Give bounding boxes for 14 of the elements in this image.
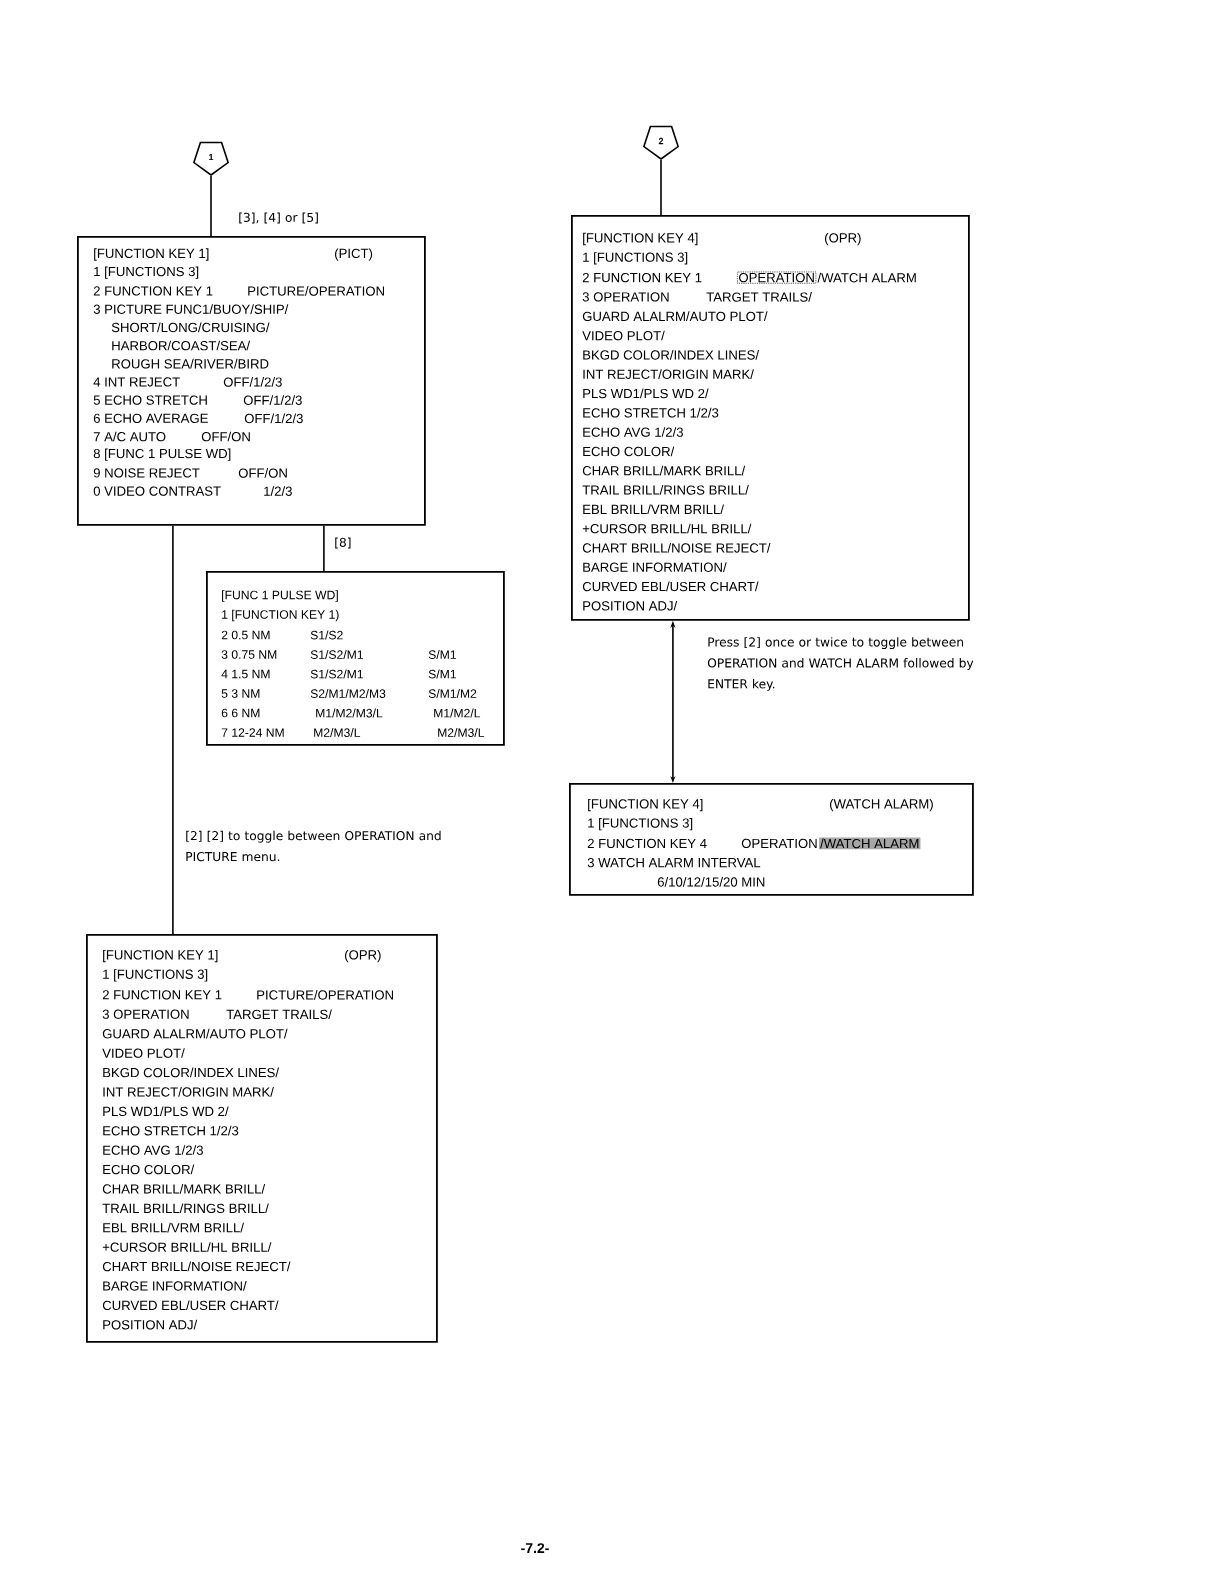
connector-line bbox=[210, 175, 212, 237]
menu-box: [FUNCTION KEY 1] (OPR) 1 [FUNCTIONS 3] 2 FUNCTION KEY 1 PICTURE/OPERATION 3 OPERATION TARGET TRAILS/ GUARD ALALRM/AUTO PLOT/ VIDEO PLOT/ BKGD COLOR/INDEX LINES/ INT REJECT/ORIGIN MARK/ PLS WD1/PLS WD 2/ ECHO STRETCH 1/2/3 ECHO AVG 1/2/3 ECHO COLOR/ CHAR BRILL/MARK BRILL/ TRAIL BRILL/RINGS BRILL/ EBL BRILL/VRM BRILL/ +CURSOR BRILL/HL BRILL/ CHART BRILL/NOISE REJECT/ BARGE INFORMATION/ CURVED EBL/USER CHART/ POSITION ADJ/ bbox=[86, 934, 438, 1343]
edge-label: [3], [4] or [5] bbox=[239, 212, 318, 224]
menu-box: [FUNCTION KEY 1] (PICT) 1 [FUNCTIONS 3] 2 FUNCTION KEY 1 PICTURE/OPERATION 3 PICTURE FUNC1/BUOY/SHIP/ SHORT/LONG/CRUISING/ HARBOR/COAST/SEA/ ROUGH SEA/RIVER/BIRD 4 INT REJECT OFF/1/2/3 5 ECHO STRETCH OFF/1/2/3 6 ECHO AVERAGE OFF/1/2/3 7 A/C AUTO OFF/ON 8 [FUNC 1 PULSE WD] 9 NOISE REJECT OFF/ON 0 VIDEO CONTRAST 1/2/3 bbox=[77, 236, 426, 526]
connector-line bbox=[660, 159, 662, 216]
connector-line bbox=[323, 525, 325, 572]
page-number: -7.2- bbox=[521, 1543, 549, 1553]
edge-label: [8] bbox=[335, 537, 351, 549]
menu-box: [FUNCTION KEY 4] (WATCH ALARM) 1 [FUNCTIONS 3] 2 FUNCTION KEY 4 OPERATION /WATCH ALARM 3 WATCH ALARM INTERVAL 6/10/12/15/20 MIN bbox=[569, 783, 974, 896]
edge-label: [2] [2] to toggle between OPERATION and PICTURE menu. bbox=[186, 830, 441, 862]
menu-box: [FUNCTION KEY 4] (OPR) 1 [FUNCTIONS 3] 2 FUNCTION KEY 1 OPERATION /WATCH ALARM 3 OPERATION TARGET TRAILS/ GUARD ALALRM/AUTO PLOT/ VIDEO PLOT/ BKGD COLOR/INDEX LINES/ INT REJECT/ORIGIN MARK/ PLS WD1/PLS WD 2/ ECHO STRETCH 1/2/3 ECHO AVG 1/2/3 ECHO COLOR/ CHAR BRILL/MARK BRILL/ TRAIL BRILL/RINGS BRILL/ EBL BRILL/VRM BRILL/ +CURSOR BRILL/HL BRILL/ CHART BRILL/NOISE REJECT/ BARGE INFORMATION/ CURVED EBL/USER CHART/ POSITION ADJ/ bbox=[571, 215, 970, 621]
menu-box: [FUNC 1 PULSE WD] 1 [FUNCTION KEY 1) 2 0.5 NM S1/S2 3 0.75 NM S1/S2/M1 S/M1 4 1.5 NM S1/S2/M1 S/M1 5 3 NM S2/M1/M2/M3 S/M1/M2 6 6 NM M1/M2/M3/L M1/M2/L 7 12-24 NM M2/M3/L M2/M3/L bbox=[206, 571, 505, 746]
edge-label: Press [2] once or twice to toggle between OPERATION and WATCH ALARM followed by ENTER key. bbox=[707, 637, 974, 691]
connector-line bbox=[172, 525, 174, 935]
